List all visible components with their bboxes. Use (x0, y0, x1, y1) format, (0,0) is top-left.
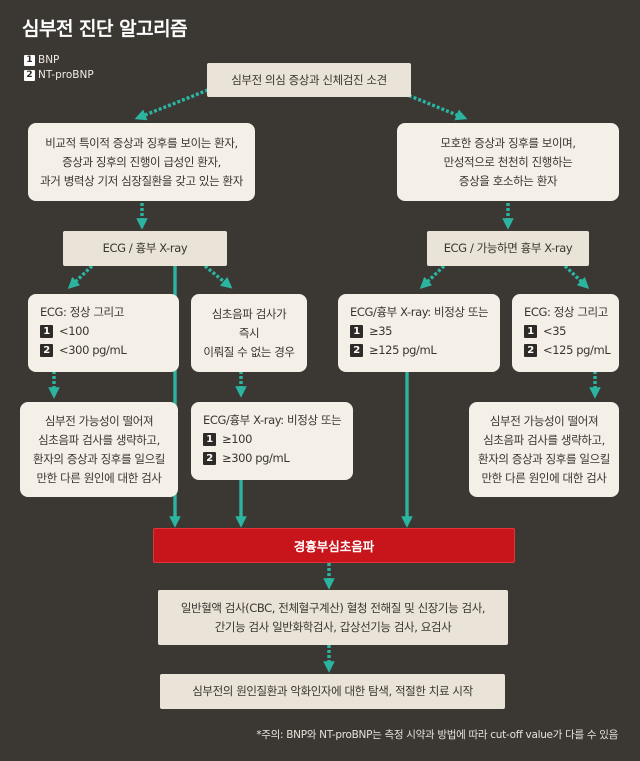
threshold-value: ≥35 (369, 324, 393, 338)
bnp-threshold: 1 <35 (524, 322, 607, 341)
box-heading: ECG/흉부 X-ray: 비정상 또는 (350, 305, 489, 319)
bnp-threshold: 1 ≥35 (350, 322, 488, 341)
legend-badge: 2 (24, 69, 35, 81)
box-line: 심초음파 검사가 (211, 306, 287, 321)
ecg-xray-box-right: ECG / 가능하면 흉부 X-ray (427, 231, 589, 266)
ecg-xray-box-left: ECG / 흉부 X-ray (63, 231, 227, 266)
abnormal-ecg-box-right: ECG/흉부 X-ray: 비정상 또는 1 ≥35 2 ≥125 pg/mL (338, 294, 500, 372)
box-line: 만성적으로 천천히 진행하는 (443, 154, 573, 169)
nt-probnp-threshold: 2 ≥300 pg/mL (203, 449, 341, 468)
legend-badge: 1 (24, 54, 35, 66)
nt-probnp-threshold: 2 ≥125 pg/mL (350, 341, 488, 360)
threshold-value: <125 pg/mL (543, 343, 611, 357)
box-line: 심부전의 원인질환과 악화인자에 대한 탐색, 적절한 치료 시작 (192, 684, 473, 698)
normal-ecg-box-right: ECG: 정상 그리고 1 <35 2 <125 pg/mL (512, 294, 619, 372)
badge-bnp: 1 (203, 433, 216, 446)
abnormal-ecg-box-left: ECG/흉부 X-ray: 비정상 또는 1 ≥100 2 ≥300 pg/mL (191, 402, 353, 480)
specific-symptoms-box: 비교적 특이적 증상과 징후를 보이는 환자, 증상과 징후의 진행이 급성인 … (28, 123, 255, 201)
box-heading: ECG: 정상 그리고 (40, 305, 124, 319)
lab-tests-box: 일반혈액 검사(CBC, 전체혈구계산) 혈청 전해질 및 신장기능 검사, 간… (158, 590, 508, 645)
badge-bnp: 1 (40, 325, 53, 338)
normal-ecg-box-left: ECG: 정상 그리고 1 <100 2 <300 pg/mL (28, 294, 179, 372)
nt-probnp-threshold: 2 <300 pg/mL (40, 341, 167, 360)
box-line: 간기능 검사 일반화학검사, 갑상선기능 검사, 요검사 (214, 619, 452, 634)
box-line: 심부전 가능성이 떨어져 (489, 413, 599, 428)
box-line: 경흉부심초음파 (293, 539, 375, 554)
arrow-top-to-left (134, 88, 209, 121)
badge-bnp: 1 (350, 325, 363, 338)
initial-suspicion-box: 심부전 의심 증상과 신체검진 소견 (207, 63, 411, 97)
box-line: 만한 다른 원인에 대한 검사 (481, 470, 607, 485)
ambiguous-symptoms-box: 모호한 증상과 징후를 보이며, 만성적으로 천천히 진행하는 증상을 호소하는… (397, 123, 619, 201)
arrow-recg-to-box4 (563, 264, 590, 289)
threshold-value: <100 (59, 324, 89, 338)
box-line: 즉시 (238, 325, 260, 340)
box-line: 일반혈액 검사(CBC, 전체혈구계산) 혈청 전해질 및 신장기능 검사, (180, 600, 486, 615)
arrow-ecg-to-box1 (67, 264, 94, 289)
arrow-recg-to-box3 (419, 264, 446, 289)
box-line: 과거 병력상 기저 심장질환을 갖고 있는 환자 (40, 173, 243, 188)
box-line: 환자의 증상과 징후를 일으킬 (478, 451, 610, 466)
badge-nt-probnp: 2 (40, 344, 53, 357)
bnp-threshold: 1 ≥100 (203, 430, 341, 449)
low-probability-box-right: 심부전 가능성이 떨어져 심초음파 검사를 생략하고, 환자의 증상과 징후를 … (469, 402, 619, 497)
box-line: 비교적 특이적 증상과 징후를 보이는 환자, (45, 135, 238, 150)
box-line: 모호한 증상과 징후를 보이며, (440, 135, 576, 150)
box-heading: ECG: 정상 그리고 (524, 305, 608, 319)
nt-probnp-threshold: 2 <125 pg/mL (524, 341, 611, 360)
threshold-value: ≥125 pg/mL (369, 343, 437, 357)
echo-unavailable-box: 심초음파 검사가 즉시 이뤄질 수 없는 경우 (191, 294, 307, 372)
box-heading: ECG/흉부 X-ray: 비정상 또는 (203, 413, 342, 427)
badge-nt-probnp: 2 (350, 344, 363, 357)
badge-nt-probnp: 2 (524, 344, 537, 357)
footnote: *주의: BNP와 NT-proBNP는 측정 시약과 방법에 따라 cut-o… (256, 729, 618, 741)
box-line: 증상과 징후의 진행이 급성인 환자, (62, 154, 221, 169)
box-line: ECG / 흉부 X-ray (102, 241, 188, 255)
box-line: ECG / 가능하면 흉부 X-ray (443, 241, 573, 255)
final-treatment-box: 심부전의 원인질환과 악화인자에 대한 탐색, 적절한 치료 시작 (160, 674, 505, 709)
box-line: 만한 다른 원인에 대한 검사 (36, 470, 162, 485)
threshold-value: ≥100 (222, 432, 252, 446)
box-line: 환자의 증상과 징후를 일으킬 (33, 451, 165, 466)
bnp-threshold: 1 <100 (40, 322, 167, 341)
box-line: 심부전 가능성이 떨어져 (44, 413, 154, 428)
badge-nt-probnp: 2 (203, 452, 216, 465)
threshold-value: <300 pg/mL (59, 343, 127, 357)
transthoracic-echo-box: 경흉부심초음파 (153, 528, 515, 563)
box-line: 심초음파 검사를 생략하고, (38, 432, 160, 447)
box-line: 증상을 호소하는 환자 (458, 173, 558, 188)
box-line: 심부전 의심 증상과 신체검진 소견 (231, 72, 387, 87)
box-line: 이뤄질 수 없는 경우 (203, 344, 295, 359)
low-probability-box-left: 심부전 가능성이 떨어져 심초음파 검사를 생략하고, 환자의 증상과 징후를 … (20, 402, 178, 497)
threshold-value: ≥300 pg/mL (222, 451, 290, 465)
threshold-value: <35 (543, 324, 567, 338)
badge-bnp: 1 (524, 325, 537, 338)
arrow-ecg-to-box2 (203, 264, 233, 289)
page-title: 심부전 진단 알고리즘 (22, 18, 188, 40)
legend-label: BNP (38, 54, 60, 66)
box-line: 심초음파 검사를 생략하고, (483, 432, 605, 447)
legend-label: NT-proBNP (38, 69, 94, 81)
